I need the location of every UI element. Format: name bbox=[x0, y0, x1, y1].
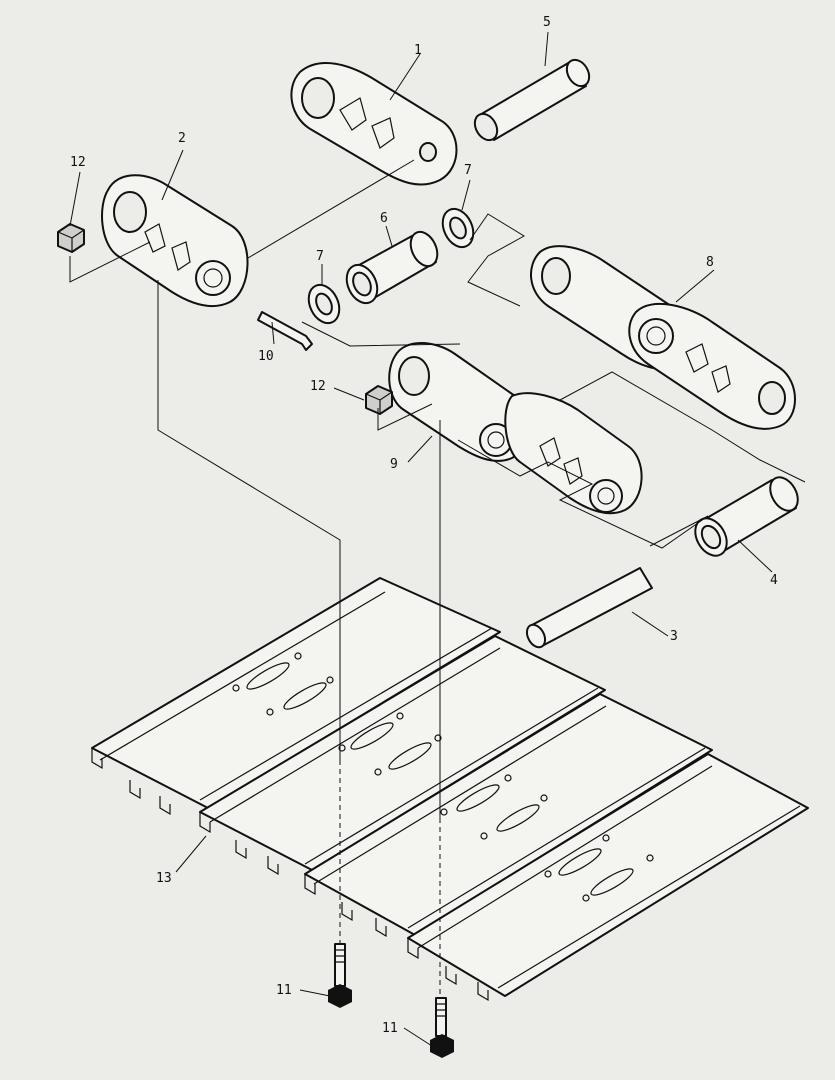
callout-7-right: 7 bbox=[464, 163, 472, 178]
track-link-9 bbox=[388, 342, 643, 515]
callout-12-center: 12 bbox=[310, 379, 326, 394]
callout-1: 1 bbox=[414, 43, 422, 58]
callout-12-left: 12 bbox=[70, 155, 86, 170]
track-link-2 bbox=[101, 174, 249, 308]
nut-12-center bbox=[365, 385, 393, 415]
track-link-1 bbox=[290, 62, 458, 186]
lock-pin-10 bbox=[257, 311, 313, 351]
callout-4: 4 bbox=[770, 573, 778, 588]
track-pin-5 bbox=[473, 58, 591, 142]
callout-9: 9 bbox=[390, 457, 398, 472]
callout-leaders bbox=[69, 31, 773, 1047]
callout-5: 5 bbox=[543, 15, 551, 30]
callout-6: 6 bbox=[380, 211, 388, 226]
track-shoe-plates bbox=[91, 577, 809, 1002]
callout-3: 3 bbox=[670, 629, 678, 644]
callout-11-left: 11 bbox=[276, 983, 292, 998]
callout-13: 13 bbox=[156, 871, 172, 886]
track-link-8 bbox=[529, 245, 796, 430]
callout-8: 8 bbox=[706, 255, 714, 270]
bolt-11-right bbox=[430, 997, 454, 1058]
bushing-6 bbox=[345, 230, 439, 305]
nut-12-left bbox=[57, 223, 85, 253]
bolt-11-left bbox=[328, 943, 352, 1008]
seal-7-left bbox=[307, 283, 341, 325]
assembly-guide-lines bbox=[69, 159, 806, 998]
callout-11-right: 11 bbox=[382, 1021, 398, 1036]
callout-10: 10 bbox=[258, 349, 274, 364]
callout-2: 2 bbox=[178, 131, 186, 146]
bushing-4 bbox=[694, 476, 799, 557]
callout-7-left: 7 bbox=[316, 249, 324, 264]
seal-7-right bbox=[441, 207, 475, 249]
track-pin-3 bbox=[525, 567, 653, 649]
